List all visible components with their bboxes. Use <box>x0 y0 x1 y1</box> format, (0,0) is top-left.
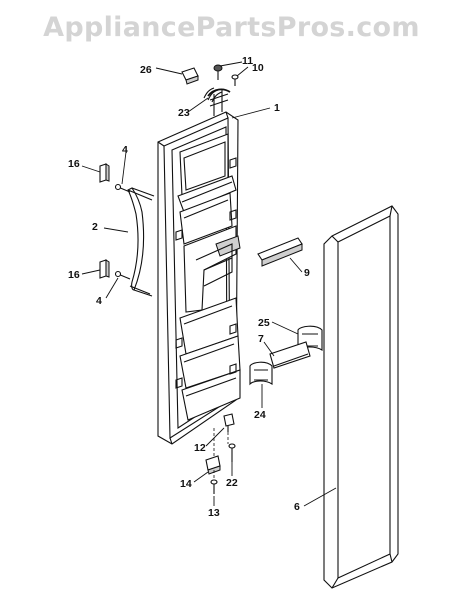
callout-22: 22 <box>226 477 238 489</box>
lower-hinge-block[interactable] <box>205 455 221 475</box>
callout-12: 12 <box>194 442 206 454</box>
leader-lines <box>81 61 337 507</box>
callout-labels: 26 11 10 23 1 16 4 2 16 4 9 25 7 24 12 1… <box>68 55 310 519</box>
handle-cover-lower[interactable] <box>99 259 110 279</box>
callout-11: 11 <box>242 55 253 67</box>
callout-4-upper: 4 <box>122 144 128 156</box>
hinge-bushing[interactable] <box>213 64 223 80</box>
callout-16-upper: 16 <box>68 158 80 170</box>
watermark-logo: AppliancePartsPros.com <box>43 12 420 43</box>
assembly-guides <box>213 428 229 480</box>
lower-hinge-screw[interactable] <box>210 479 218 494</box>
wire-connector[interactable] <box>181 67 199 85</box>
handle-screw-upper[interactable] <box>114 183 131 193</box>
dispenser-trim[interactable] <box>257 237 303 267</box>
handle-screw-lower[interactable] <box>114 270 131 280</box>
callout-1: 1 <box>274 102 280 114</box>
callout-9: 9 <box>304 267 310 279</box>
hinge-screw-lower[interactable] <box>228 443 236 462</box>
callout-13: 13 <box>208 507 220 519</box>
callout-7: 7 <box>258 333 264 345</box>
shelf-trim[interactable] <box>269 341 311 369</box>
callout-23: 23 <box>178 107 190 119</box>
door-assembly[interactable] <box>157 88 241 445</box>
bin-end-cap-lower[interactable] <box>249 361 273 386</box>
hinge-screw[interactable] <box>231 74 239 86</box>
callout-14: 14 <box>180 478 192 490</box>
wire-harness[interactable] <box>203 87 223 103</box>
callout-16-lower: 16 <box>68 269 80 281</box>
callout-26: 26 <box>140 64 152 76</box>
callout-4-lower: 4 <box>96 295 102 307</box>
callout-6: 6 <box>294 501 300 513</box>
door-handle[interactable] <box>127 187 155 297</box>
callout-25: 25 <box>258 317 270 329</box>
callout-24: 24 <box>254 409 266 421</box>
hinge-pin[interactable] <box>223 413 235 432</box>
door-gasket[interactable] <box>323 205 399 589</box>
callout-2: 2 <box>92 221 98 233</box>
callout-10: 10 <box>252 62 264 74</box>
handle-cover-upper[interactable] <box>99 163 110 183</box>
